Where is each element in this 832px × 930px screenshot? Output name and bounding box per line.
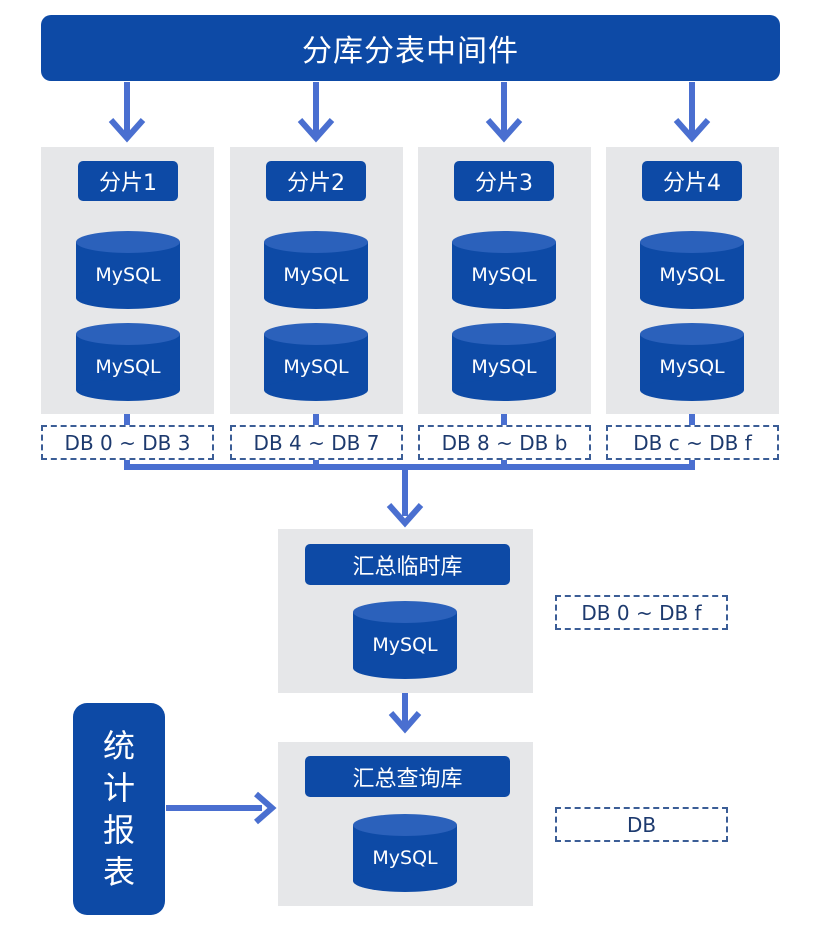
- arrowhead-1: [108, 118, 146, 143]
- range-tag-temp: DB 0 ~ DB f: [555, 595, 728, 630]
- report-char-1: 统: [102, 727, 135, 765]
- mysql-cylinder-temp: MySQL: [353, 601, 457, 679]
- middleware-title: 分库分表中间件: [302, 34, 519, 69]
- report-char-4: 表: [102, 853, 135, 891]
- shard-label-1: 分片1: [78, 161, 178, 201]
- arrowhead-query: [388, 711, 422, 734]
- arrowhead-3: [485, 118, 523, 143]
- shard-label-4: 分片4: [642, 161, 742, 201]
- mysql-cylinder-3b: MySQL: [452, 323, 556, 401]
- arrowhead-4: [673, 118, 711, 143]
- arrowhead-2: [297, 118, 335, 143]
- temp-store-label: 汇总临时库: [305, 544, 510, 585]
- report-char-3: 报: [102, 811, 135, 849]
- mysql-cylinder-1a: MySQL: [76, 231, 180, 309]
- shard-label-3: 分片3: [454, 161, 554, 201]
- statistics-report-block: 统 计 报 表: [73, 703, 165, 915]
- range-tag-2: DB 4 ~ DB 7: [230, 425, 403, 460]
- mysql-cylinder-3a: MySQL: [452, 231, 556, 309]
- mysql-cylinder-4b: MySQL: [640, 323, 744, 401]
- arrowhead-report: [254, 791, 277, 825]
- range-tag-query: DB: [555, 807, 728, 842]
- range-tag-3: DB 8 ~ DB b: [418, 425, 591, 460]
- range-tag-1: DB 0 ~ DB 3: [41, 425, 214, 460]
- arrowhead-temp: [386, 503, 424, 528]
- shard-label-2: 分片2: [266, 161, 366, 201]
- mysql-cylinder-2a: MySQL: [264, 231, 368, 309]
- mysql-cylinder-query: MySQL: [353, 814, 457, 892]
- query-store-label: 汇总查询库: [305, 756, 510, 797]
- report-char-2: 计: [102, 769, 135, 807]
- middleware-title-bar: 分库分表中间件: [41, 15, 780, 81]
- range-tag-4: DB c ~ DB f: [606, 425, 779, 460]
- mysql-cylinder-2b: MySQL: [264, 323, 368, 401]
- mysql-cylinder-1b: MySQL: [76, 323, 180, 401]
- mysql-cylinder-4a: MySQL: [640, 231, 744, 309]
